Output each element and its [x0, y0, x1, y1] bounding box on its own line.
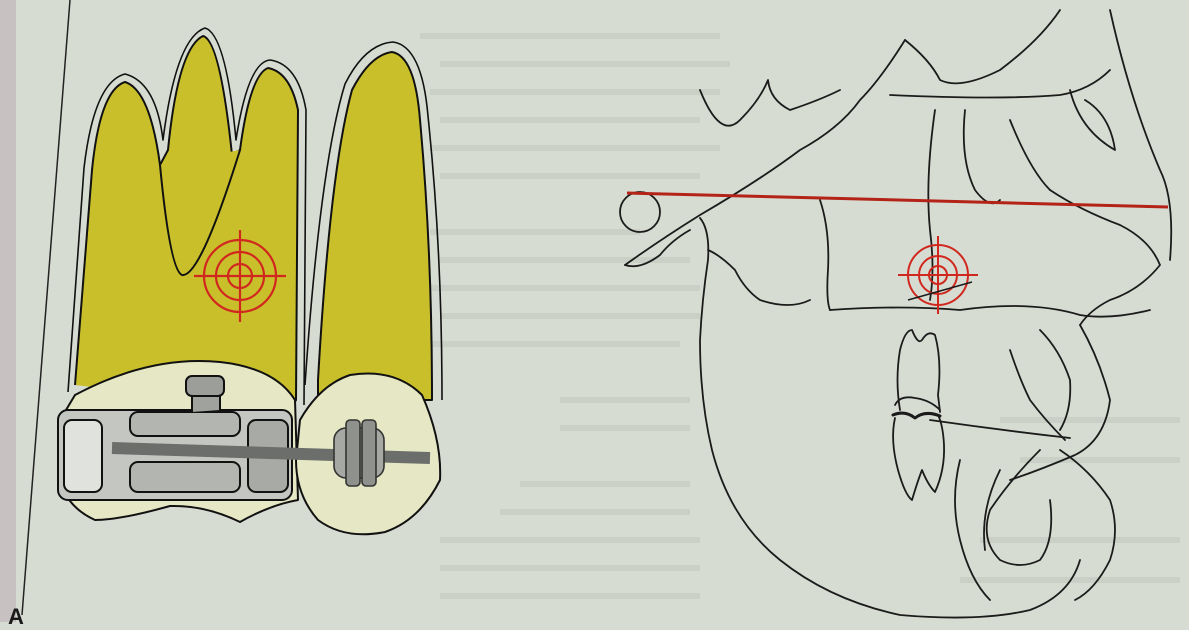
panel-label: A: [8, 604, 24, 630]
premolar-bracket: [334, 420, 384, 486]
page-edge: [0, 0, 16, 622]
